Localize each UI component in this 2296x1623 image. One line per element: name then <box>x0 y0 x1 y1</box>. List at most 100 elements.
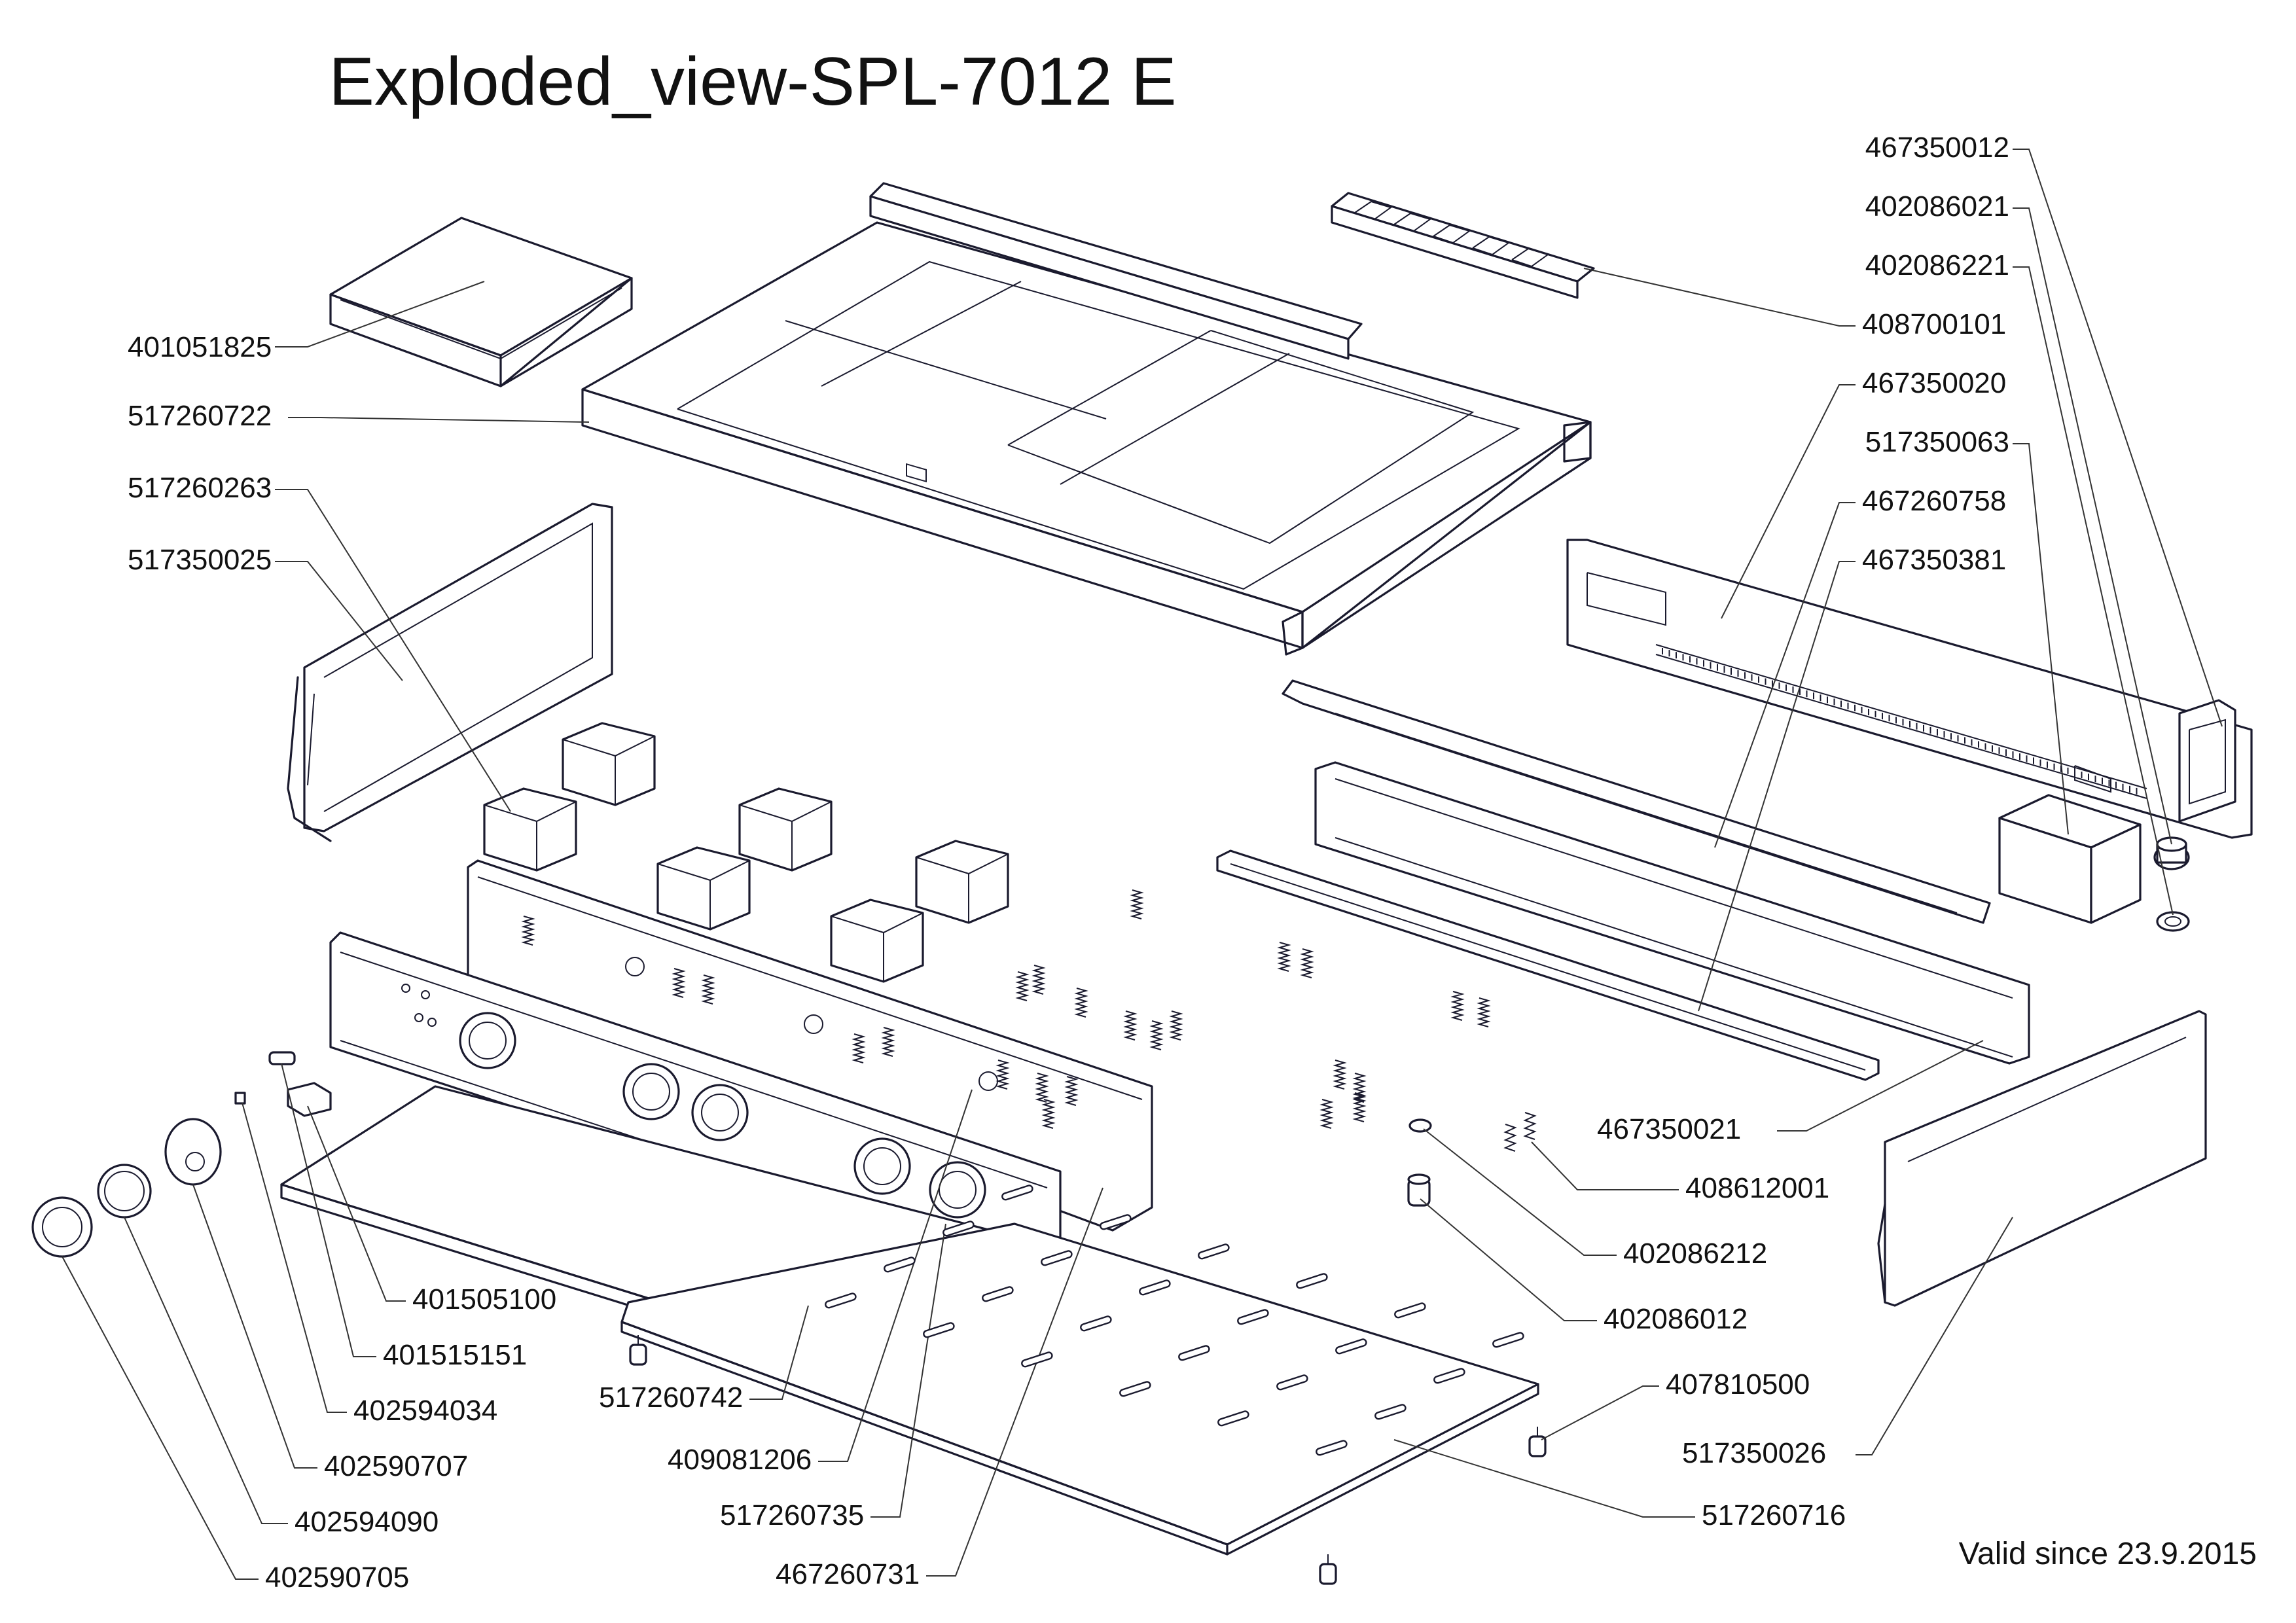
leader-402590707 <box>192 1184 317 1469</box>
leader-467350021 <box>1777 1040 1984 1132</box>
part-label-402594034: 402594034 <box>353 1395 497 1427</box>
plate-slot <box>1296 1273 1328 1289</box>
right-side-panel-517350026 <box>1877 1010 2207 1307</box>
leader-401505100 <box>307 1105 406 1302</box>
plate-slot <box>1021 1351 1053 1368</box>
spring-9 <box>1074 988 1088 1018</box>
cable-gland-402086021 <box>2153 836 2190 870</box>
cooking-top-517260722 <box>581 182 1592 656</box>
switch-401505100 <box>287 1082 332 1117</box>
leader-467260758 <box>1714 502 1856 848</box>
validity-note: Valid since 23.9.2015 <box>1959 1537 2257 1571</box>
burner-box-4 <box>738 787 833 872</box>
burner-box-5 <box>830 899 924 983</box>
part-label-402590705: 402590705 <box>265 1561 409 1594</box>
leader-407810500 <box>1541 1385 1659 1440</box>
plate-slot <box>1374 1404 1407 1420</box>
knob-402590705 <box>31 1196 93 1258</box>
small-part-402594034 <box>234 1092 246 1105</box>
burner-box-3 <box>656 846 751 931</box>
leader-402086012 <box>1420 1198 1597 1321</box>
part-label-402594090: 402594090 <box>295 1506 439 1538</box>
leader-517260722 <box>288 417 590 423</box>
spring-7 <box>1015 971 1030 1001</box>
part-labels: 4673500124020860214020862214087001014673… <box>128 132 2009 1594</box>
leader-401515151 <box>281 1063 376 1357</box>
rear-panel-perforation <box>1662 648 2138 794</box>
plate-slot <box>1237 1309 1269 1325</box>
leader-408612001 <box>1531 1141 1679 1190</box>
screw-tray <box>629 1335 647 1366</box>
screw-bottom <box>1319 1554 1337 1585</box>
part-label-408612001: 408612001 <box>1685 1172 1829 1204</box>
nut-402086221 <box>2156 911 2190 932</box>
plate-slot <box>1178 1345 1210 1361</box>
part-label-517260263: 517260263 <box>128 472 272 504</box>
leader-lines <box>62 149 2223 1580</box>
burner-box-1 <box>483 787 577 872</box>
leader-408700101 <box>1583 268 1856 327</box>
spring-17 <box>1477 997 1491 1027</box>
leader-402086221 <box>2013 266 2174 916</box>
part-label-517260742: 517260742 <box>599 1382 743 1414</box>
spring-4 <box>852 1033 866 1063</box>
spring-2 <box>672 968 686 998</box>
knob-1 <box>459 1012 516 1069</box>
part-label-517350025: 517350025 <box>128 544 272 576</box>
rail-467260758 <box>1282 679 1991 924</box>
spring-408612001 <box>1503 1112 1537 1152</box>
burner-box-6 <box>915 840 1009 924</box>
spring-8 <box>1031 965 1046 995</box>
plate-slot <box>1100 1214 1132 1230</box>
part-label-467260758: 467260758 <box>1862 485 2006 517</box>
leader-517260742 <box>749 1305 809 1400</box>
spring-10 <box>1123 1010 1138 1041</box>
leader-467350020 <box>1721 384 1856 619</box>
plate-slot <box>1080 1315 1112 1332</box>
spring-22 <box>1035 1073 1049 1103</box>
plate-slot <box>1001 1185 1033 1201</box>
part-label-467350020: 467350020 <box>1862 367 2006 399</box>
bottom-plate-517260716 <box>620 1222 1539 1556</box>
spring-19 <box>1352 1073 1367 1103</box>
spring-18 <box>1333 1060 1347 1090</box>
leader-517350063 <box>2013 443 2069 835</box>
spring-23 <box>1064 1076 1079 1106</box>
part-label-517260716: 517260716 <box>1702 1499 1846 1531</box>
left-side-panel-517350025 <box>287 503 613 842</box>
part-label-401051825: 401051825 <box>128 331 272 363</box>
leader-517260263 <box>275 489 511 812</box>
plate-slot <box>1316 1440 1348 1456</box>
knob-5 <box>929 1161 986 1219</box>
spring-3 <box>701 974 715 1005</box>
fitting-402086012 <box>1407 1173 1431 1207</box>
leader-517350026 <box>1856 1217 2013 1455</box>
leader-467350381 <box>1698 561 1856 1012</box>
plate-slot <box>942 1221 975 1237</box>
plate-slot <box>923 1322 955 1338</box>
part-label-517260735: 517260735 <box>720 1499 864 1531</box>
spring-1 <box>521 916 535 946</box>
leader-401051825 <box>275 281 485 348</box>
burner-box-2 <box>562 722 656 806</box>
diagram-title: Exploded_view-SPL-7012 E <box>329 44 1176 120</box>
spring-11 <box>1149 1020 1164 1050</box>
holder-rail-408700101 <box>1331 192 1595 299</box>
part-label-402086221: 402086221 <box>1865 249 2009 281</box>
part-label-407810500: 407810500 <box>1666 1368 1810 1400</box>
plate-slot <box>1119 1381 1151 1397</box>
bezel-402594090 <box>97 1164 152 1219</box>
plate-slot <box>884 1257 916 1273</box>
part-label-402086021: 402086021 <box>1865 190 2009 223</box>
small-plate-467350012 <box>2178 699 2236 823</box>
knob-base-402590707 <box>164 1118 222 1186</box>
part-label-517260722: 517260722 <box>128 400 272 432</box>
part-label-402086012: 402086012 <box>1604 1303 1748 1335</box>
plate-slot <box>1276 1374 1308 1391</box>
burner-springs <box>521 889 1491 1129</box>
leader-402594034 <box>242 1102 347 1413</box>
leader-409081206 <box>818 1089 973 1462</box>
spring-13 <box>1130 889 1144 919</box>
part-label-402590707: 402590707 <box>324 1450 468 1482</box>
